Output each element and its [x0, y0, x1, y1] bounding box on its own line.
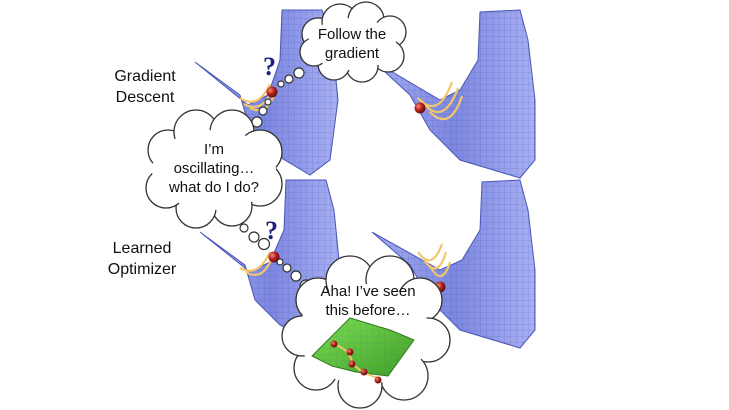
bubble-aha-line2: this before… — [325, 302, 411, 319]
label-learned-optimizer: Learned Optimizer — [92, 238, 192, 280]
thought-trail-follow — [277, 67, 305, 88]
bubble-follow-line1: Follow the — [317, 26, 387, 43]
label-gradient-descent: Gradient Descent — [100, 66, 190, 108]
bubble-oscillating — [145, 109, 283, 229]
bubble-oscillating-line2: oscillating… — [173, 160, 255, 177]
oscillation-path-bottom-left — [239, 251, 274, 276]
oscillation-path-bottom-right — [417, 243, 452, 278]
bubble-oscillating-text: I’m oscillating… what do I do? — [158, 140, 270, 197]
question-mark-bottom: ? — [265, 216, 278, 245]
ball-bottom-left — [268, 251, 280, 263]
bubble-oscillating-line1: I’m — [204, 141, 224, 158]
thought-trail-question — [239, 223, 271, 251]
bubble-follow — [299, 1, 407, 83]
label-learned-optimizer-line1: Learned — [112, 240, 172, 257]
label-learned-optimizer-line2: Optimizer — [107, 261, 177, 278]
oscillation-path-top-right — [417, 81, 464, 121]
bubble-aha-line1: Aha! I’ve seen — [320, 283, 416, 300]
memory-surface-green — [311, 317, 415, 384]
valley-top-right — [371, 9, 536, 179]
bubble-oscillating-line3: what do I do? — [168, 179, 260, 196]
bubble-aha-text: Aha! I’ve seen this before… — [310, 282, 426, 320]
ball-top-right — [414, 102, 426, 114]
label-gradient-descent-line1: Gradient — [114, 68, 176, 85]
ball-top-left — [266, 86, 278, 98]
bubble-follow-line2: gradient — [324, 45, 380, 62]
bubble-follow-text: Follow the gradient — [304, 25, 400, 63]
question-mark-top: ? — [263, 52, 276, 81]
label-gradient-descent-line2: Descent — [115, 89, 175, 106]
